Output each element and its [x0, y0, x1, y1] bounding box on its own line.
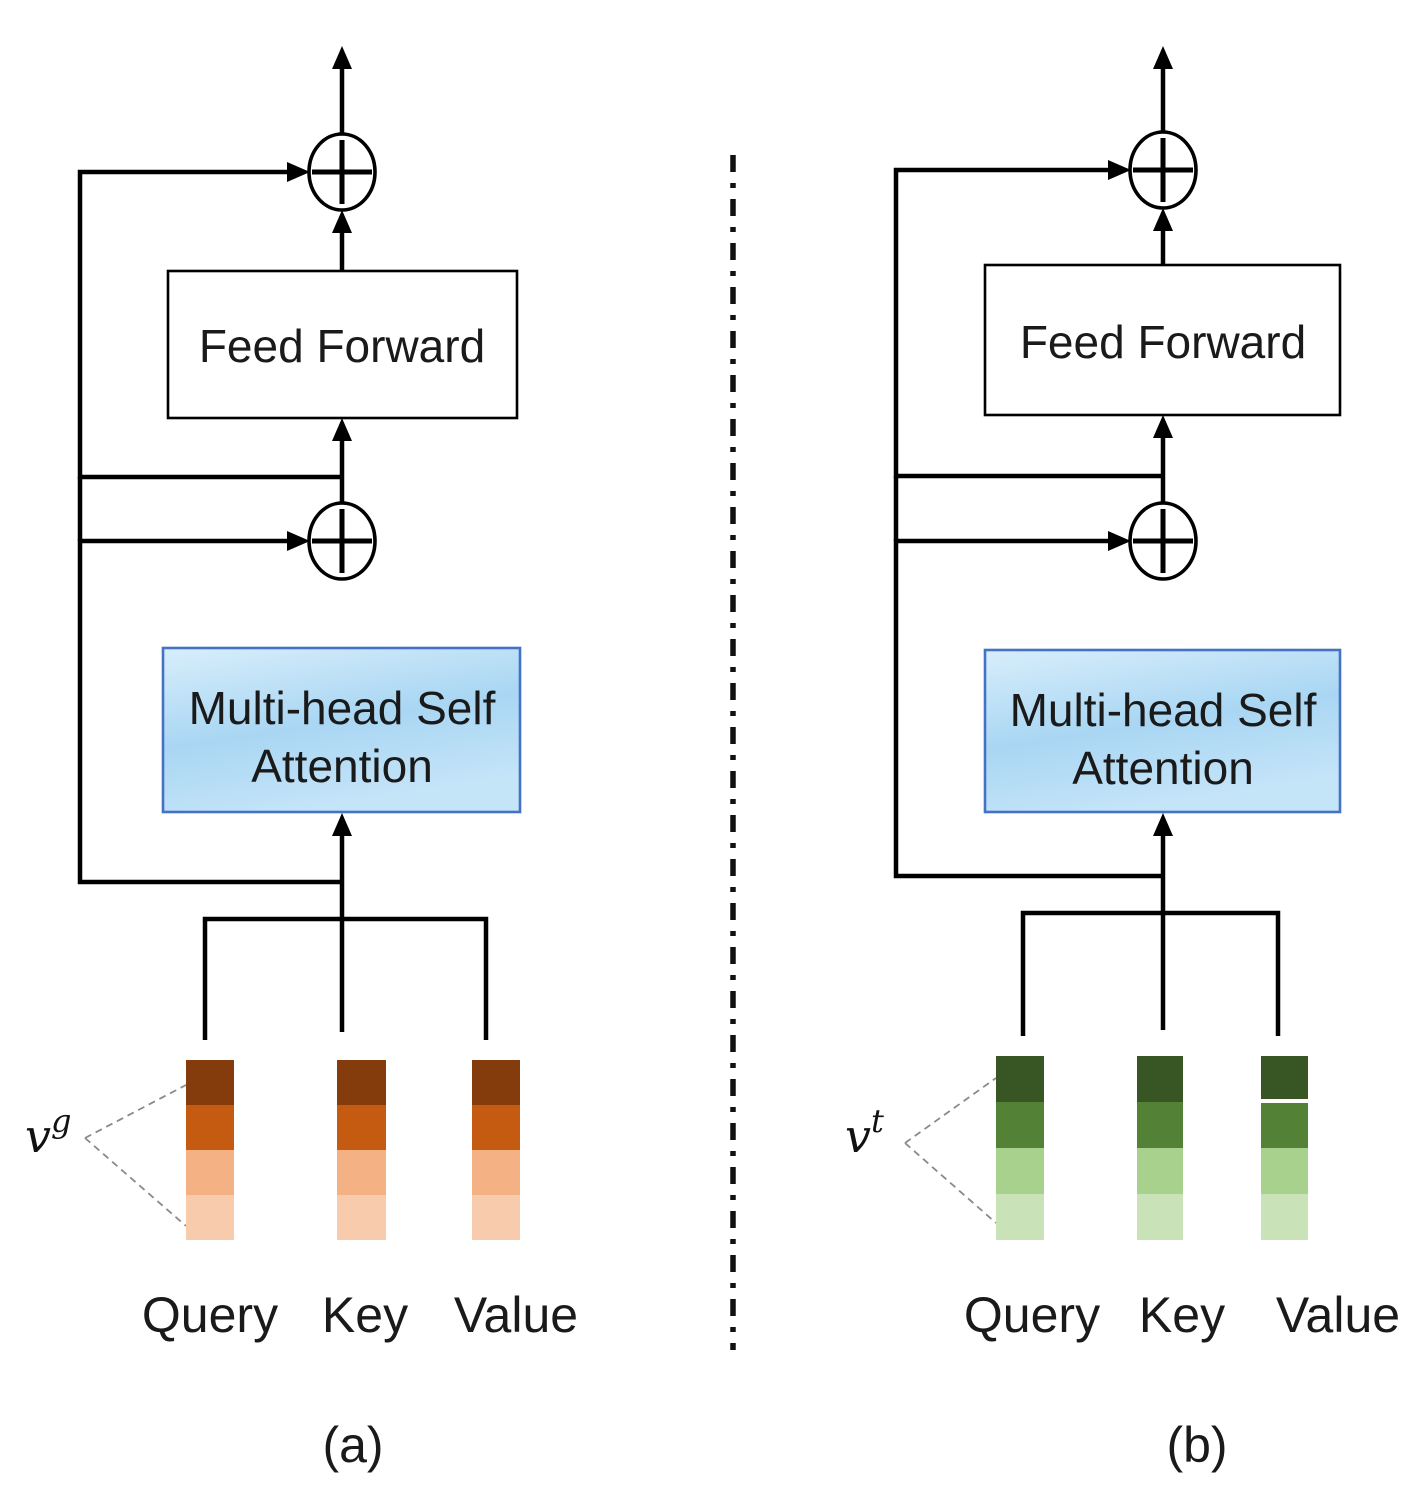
residual-path-ff-a: [77, 162, 342, 480]
value-bar-a: [472, 1060, 520, 1240]
bar-segment: [186, 1195, 234, 1240]
attention-label-line1-a: Multi-head Self: [189, 682, 496, 734]
add-icon-a-top: [307, 132, 377, 212]
bar-segment: [996, 1194, 1044, 1240]
bar-segment: [1261, 1148, 1308, 1194]
bar-segment: [1261, 1194, 1308, 1240]
bar-segment: [186, 1060, 234, 1105]
vector-label-b: vt: [845, 1102, 884, 1163]
bar-segment: [996, 1056, 1044, 1102]
bar-segment: [337, 1150, 386, 1195]
query-bar-a: [186, 1060, 234, 1240]
bar-segment: [472, 1105, 520, 1150]
bar-segment: [337, 1060, 386, 1105]
value-bar-b: [1261, 1056, 1308, 1240]
attention-label-line2-a: Attention: [251, 740, 433, 792]
bar-segment: [186, 1150, 234, 1195]
bar-segment: [472, 1060, 520, 1105]
feed-forward-box-a: [166, 269, 519, 420]
brace-dash-upper-a: [84, 1084, 187, 1139]
key-label-b: Key: [1139, 1287, 1225, 1343]
value-label-b: Value: [1276, 1287, 1400, 1343]
bar-segment: [1137, 1148, 1183, 1194]
brace-dash-upper-b: [904, 1077, 997, 1144]
key-bar-b: [1137, 1056, 1183, 1240]
panel-a: Feed Forward Multi-head Self Attention v…: [25, 46, 578, 1473]
input-branch-b: [1020, 910, 1281, 1036]
query-label-b: Query: [964, 1287, 1100, 1343]
bar-segment: [337, 1195, 386, 1240]
bar-segment: [1137, 1056, 1183, 1102]
query-bar-b: [996, 1056, 1044, 1240]
caption-b: (b): [1166, 1417, 1227, 1473]
brace-dash-lower-a: [84, 1137, 187, 1227]
bar-segment: [1137, 1194, 1183, 1240]
bar-segment: [186, 1105, 234, 1150]
key-label-a: Key: [322, 1287, 408, 1343]
value-label-a: Value: [454, 1287, 578, 1343]
residual-path-attn-a: [77, 531, 342, 885]
key-bar-a: [337, 1060, 386, 1240]
attention-label-line1-b: Multi-head Self: [1010, 684, 1317, 736]
input-branch-a: [202, 916, 489, 1040]
residual-path-attn-b: [893, 531, 1163, 879]
add-icon-a-bottom: [307, 501, 377, 581]
bar-segment: [1261, 1056, 1308, 1099]
bar-segment: [337, 1105, 386, 1150]
bar-segment: [996, 1148, 1044, 1194]
attention-box-a: [161, 646, 522, 814]
feed-forward-label-a: Feed Forward: [199, 320, 485, 372]
feed-forward-label-b: Feed Forward: [1020, 316, 1306, 368]
attention-label-line2-b: Attention: [1072, 742, 1254, 794]
bar-segment: [1261, 1103, 1308, 1148]
attention-box-b: [983, 648, 1342, 814]
bar-segment: [1137, 1102, 1183, 1148]
add-icon-b-bottom: [1128, 501, 1198, 581]
query-label-a: Query: [142, 1287, 278, 1343]
caption-a: (a): [322, 1417, 383, 1473]
add-icon-b-top: [1128, 130, 1198, 210]
vector-label-a: vg: [25, 1102, 71, 1163]
brace-dash-lower-b: [904, 1142, 997, 1224]
bar-segment: [472, 1195, 520, 1240]
panel-b: Feed Forward Multi-head Self Attention v…: [845, 46, 1400, 1473]
bar-segment: [472, 1150, 520, 1195]
bar-segment: [996, 1102, 1044, 1148]
residual-path-ff-b: [893, 160, 1163, 479]
